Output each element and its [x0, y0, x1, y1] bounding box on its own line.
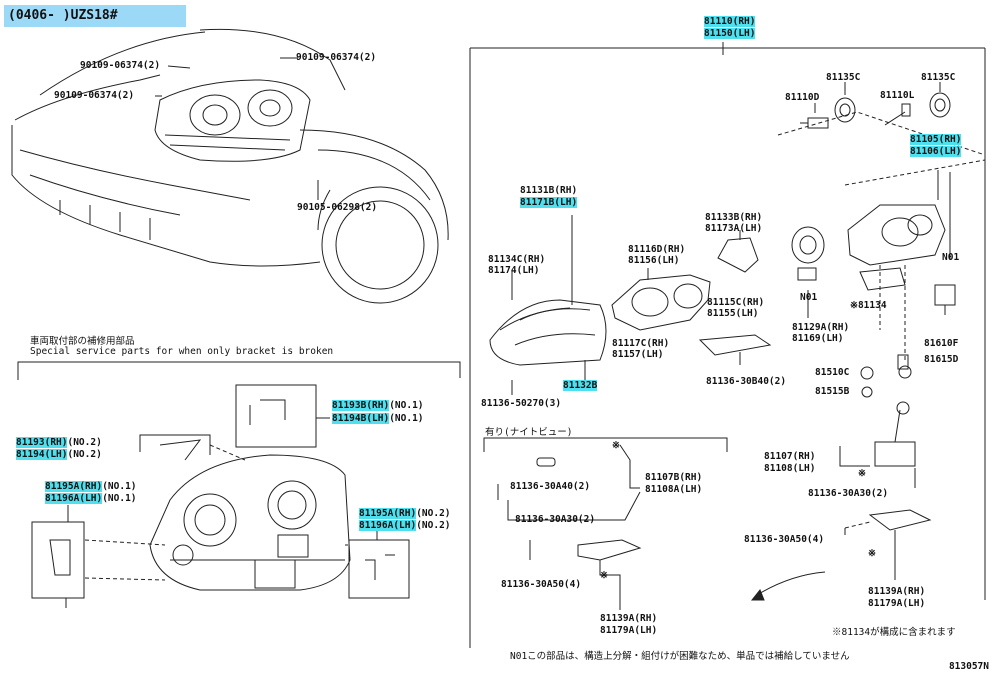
label-81169: 81169(LH)	[792, 333, 844, 344]
label-81193: 81193(RH)	[16, 437, 68, 448]
label-81196a-no: (NO.1)	[102, 493, 137, 504]
label-81110d: 81110D	[785, 92, 820, 103]
label-81179a-a: 81179A(LH)	[600, 625, 658, 636]
label-81193b-no: (NO.1)	[389, 400, 424, 411]
socket-n01	[934, 284, 956, 315]
label-81135c-1: 81135C	[826, 72, 861, 83]
label-81139a-b: 81139A(RH)	[868, 586, 926, 597]
headlight-on-car	[154, 79, 311, 162]
label-81136-30a30-b: 81136-30A30(2)	[808, 488, 889, 499]
cap-81135c-1	[834, 97, 856, 123]
lens-81132b	[489, 299, 607, 366]
special-note-en: Special service parts for when only brac…	[30, 346, 334, 357]
label-81116d: 81116D(RH)	[628, 244, 686, 255]
label-81115c: 81115C(RH)	[707, 297, 765, 308]
label-81136-30a50-a: 81136-30A50(4)	[501, 579, 582, 590]
label-n01-a: N01	[800, 292, 818, 303]
label-81194b-no: (NO.1)	[389, 413, 424, 424]
label-81193b: 81193B(RH)	[332, 400, 390, 411]
label-81155: 81155(LH)	[707, 308, 759, 319]
label-81171b: 81171B(LH)	[520, 197, 578, 208]
label-81139a-a: 81139A(RH)	[600, 613, 658, 624]
label-90109-a: 90109-06374(2)	[80, 60, 161, 71]
star-mark-2: ※	[600, 570, 608, 581]
label-81196a-2-no: (NO.2)	[416, 520, 451, 531]
label-81107b: 81107B(RH)	[645, 472, 703, 483]
label-81515b: 81515B	[815, 386, 850, 397]
label-81615d: 81615D	[924, 354, 959, 365]
label-81179a-b: 81179A(LH)	[868, 598, 926, 609]
label-81194: 81194(LH)	[16, 449, 68, 460]
label-81117c: 81117C(RH)	[612, 338, 670, 349]
label-81196a: 81196A(LH)	[45, 493, 103, 504]
label-81129a: 81129A(RH)	[792, 322, 850, 333]
label-81194b: 81194B(LH)	[332, 413, 390, 424]
label-81135c-2: 81135C	[921, 72, 956, 83]
label-81136-50270: 81136-50270(3)	[481, 398, 562, 409]
cap-81135c-2	[929, 92, 951, 118]
star-mark-4: ※	[868, 548, 876, 559]
label-81150: 81150(LH)	[704, 28, 756, 39]
label-81196a-2: 81196A(LH)	[359, 520, 417, 531]
bulb-81110l	[884, 103, 911, 126]
label-81136-30a50-b: 81136-30A50(4)	[744, 534, 825, 545]
label-81174: 81174(LH)	[488, 265, 540, 276]
bezel-81116d	[611, 274, 711, 331]
label-81156: 81156(LH)	[628, 255, 680, 266]
label-n01-b: N01	[942, 252, 960, 263]
label-90109-b: 90109-06374(2)	[54, 90, 135, 101]
star-mark-3: ※	[858, 468, 866, 479]
label-81195a-2-no: (NO.2)	[416, 508, 451, 519]
star-mark-1: ※	[612, 440, 620, 451]
night-view-note: 有り(ナイトビュー)	[485, 427, 573, 438]
label-81108: 81108(LH)	[764, 463, 816, 474]
label-81136-30a40: 81136-30A40(2)	[510, 481, 591, 492]
label-81105: 81105(RH)	[910, 134, 962, 145]
label-81195a-2: 81195A(RH)	[359, 508, 417, 519]
bulb-81110d	[800, 117, 829, 129]
label-81194-no: (NO.2)	[67, 449, 102, 460]
label-81133b: 81133B(RH)	[705, 212, 763, 223]
label-81108a: 81108A(LH)	[645, 484, 703, 495]
label-81173a: 81173A(LH)	[705, 223, 763, 234]
label-81132b: 81132B	[563, 380, 598, 391]
label-81610f: 81610F	[924, 338, 959, 349]
label-81131b: 81131B(RH)	[520, 185, 578, 196]
car-front-drawing	[11, 28, 449, 304]
label-81110l: 81110L	[880, 90, 915, 101]
label-81136-30a30-a: 81136-30A30(2)	[515, 514, 596, 525]
label-81157: 81157(LH)	[612, 349, 664, 360]
asterisk-note: ※81134が構成に含まれます	[832, 627, 956, 638]
label-81510c: 81510C	[815, 367, 850, 378]
label-81107: 81107(RH)	[764, 451, 816, 462]
label-81106: 81106(LH)	[910, 146, 962, 157]
label-81136-30b40: 81136-30B40(2)	[706, 376, 787, 387]
n01-note: N01この部品は、構造上分解・組付けが困難なため、単品では補給していません	[510, 651, 850, 662]
special-note-jp: 車両取付部の補修用部品	[30, 336, 135, 347]
diagram-code: 813057N	[948, 661, 989, 672]
model-header: (0406- )UZS18#	[4, 5, 186, 27]
label-90105: 90105-06298(2)	[297, 202, 378, 213]
headlight-assembly-81105	[847, 204, 946, 266]
label-81110: 81110(RH)	[704, 16, 756, 27]
label-81195a-no: (NO.1)	[102, 481, 137, 492]
label-90109-c: 90109-06374(2)	[296, 52, 377, 63]
label-81134c: 81134C(RH)	[488, 254, 546, 265]
label-81195a: 81195A(RH)	[45, 481, 103, 492]
label-81193-no: (NO.2)	[67, 437, 102, 448]
headlight-rear-view	[149, 454, 351, 591]
label-81134: ※81134	[850, 300, 887, 311]
